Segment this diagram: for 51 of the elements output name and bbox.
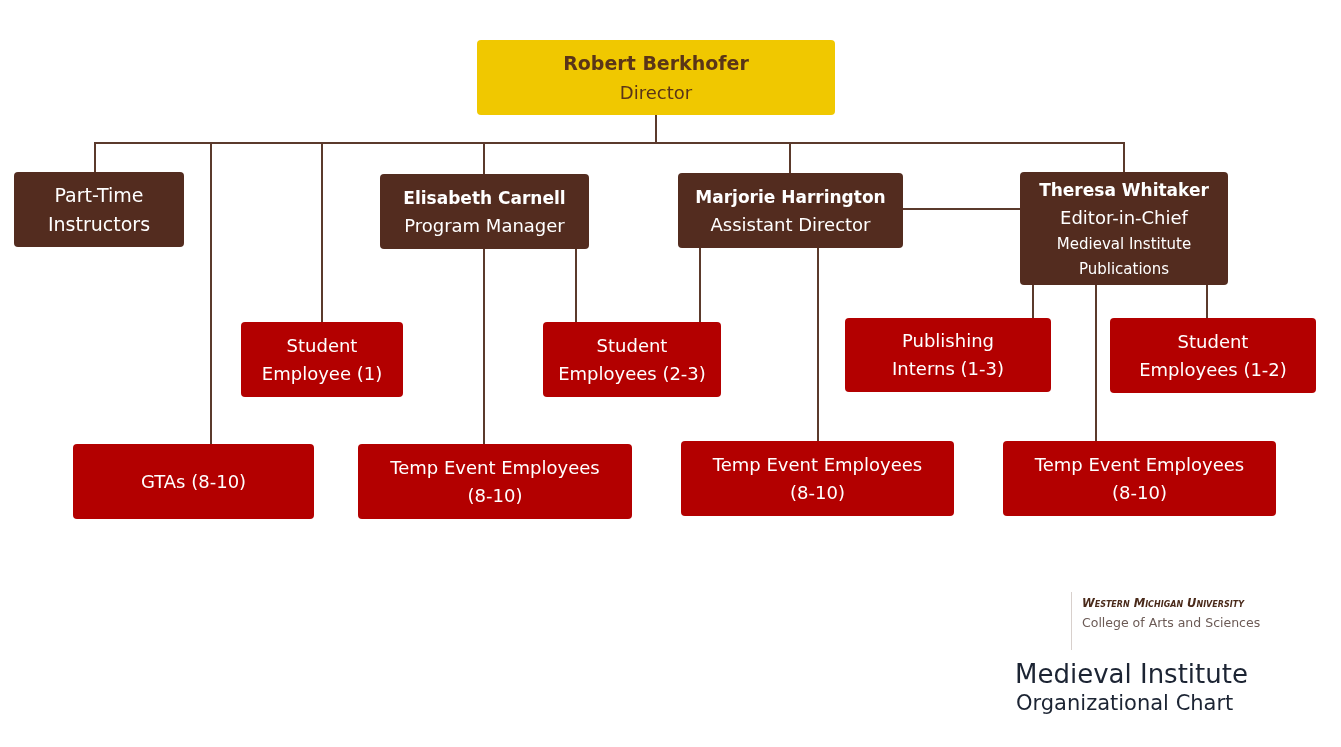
position-box bbox=[358, 444, 632, 519]
connector-line bbox=[1206, 284, 1208, 319]
job-title: Assistant Director bbox=[710, 212, 871, 237]
connector-line bbox=[789, 142, 791, 174]
connector-line bbox=[699, 247, 701, 323]
position-box bbox=[845, 318, 1051, 392]
staff-group-label: Publishing Interns (1-3) bbox=[891, 329, 1005, 381]
position-box bbox=[678, 173, 903, 248]
connector-line bbox=[321, 142, 323, 323]
unit-name: Medieval Institute Publications bbox=[1055, 233, 1193, 280]
staff-group-label: Student Employees (2-3) bbox=[557, 333, 707, 386]
staff-group-label: GTAs (8-10) bbox=[140, 469, 247, 494]
person-name: Elisabeth Carnell bbox=[403, 186, 566, 210]
connector-line bbox=[483, 142, 485, 175]
connector-line bbox=[575, 248, 577, 323]
role-label: Part-Time Instructors bbox=[46, 182, 152, 237]
connector-line bbox=[655, 114, 657, 144]
staff-group-label: Temp Event Employees (8-10) bbox=[711, 452, 924, 505]
job-title: Editor-in-Chief bbox=[1060, 205, 1188, 230]
person-name: Robert Berkhofer bbox=[563, 50, 749, 76]
job-title: Director bbox=[619, 80, 693, 105]
position-box bbox=[14, 172, 184, 247]
connector-line bbox=[210, 142, 212, 445]
position-box bbox=[1003, 441, 1276, 516]
position-box bbox=[73, 444, 314, 519]
position-box bbox=[241, 322, 403, 397]
position-box bbox=[543, 322, 721, 397]
position-box bbox=[1020, 172, 1228, 285]
position-box bbox=[681, 441, 954, 516]
job-title: Program Manager bbox=[404, 213, 565, 238]
connector-line bbox=[483, 248, 485, 445]
chart-title: Medieval Institute bbox=[1015, 658, 1248, 691]
staff-group-label: Temp Event Employees (8-10) bbox=[1033, 452, 1246, 505]
connector-line bbox=[1095, 284, 1097, 442]
university-name: Western Michigan University bbox=[1082, 595, 1244, 611]
connector-line bbox=[93, 142, 1126, 144]
staff-group-label: Temp Event Employees (8-10) bbox=[389, 455, 601, 508]
connector-line bbox=[902, 208, 1021, 210]
person-name: Theresa Whitaker bbox=[1039, 178, 1209, 202]
connector-line bbox=[1123, 142, 1125, 173]
connector-line bbox=[94, 142, 96, 173]
connector-line bbox=[817, 247, 819, 442]
connector-line bbox=[1032, 284, 1034, 319]
position-box bbox=[1110, 318, 1316, 393]
staff-group-label: Student Employee (1) bbox=[260, 333, 384, 386]
position-box bbox=[380, 174, 589, 249]
chart-subtitle: Organizational Chart bbox=[1016, 690, 1234, 717]
college-name: College of Arts and Sciences bbox=[1082, 615, 1261, 631]
person-name: Marjorie Harrington bbox=[695, 185, 886, 209]
position-box bbox=[477, 40, 835, 115]
staff-group-label: Student Employees (1-2) bbox=[1138, 329, 1288, 382]
